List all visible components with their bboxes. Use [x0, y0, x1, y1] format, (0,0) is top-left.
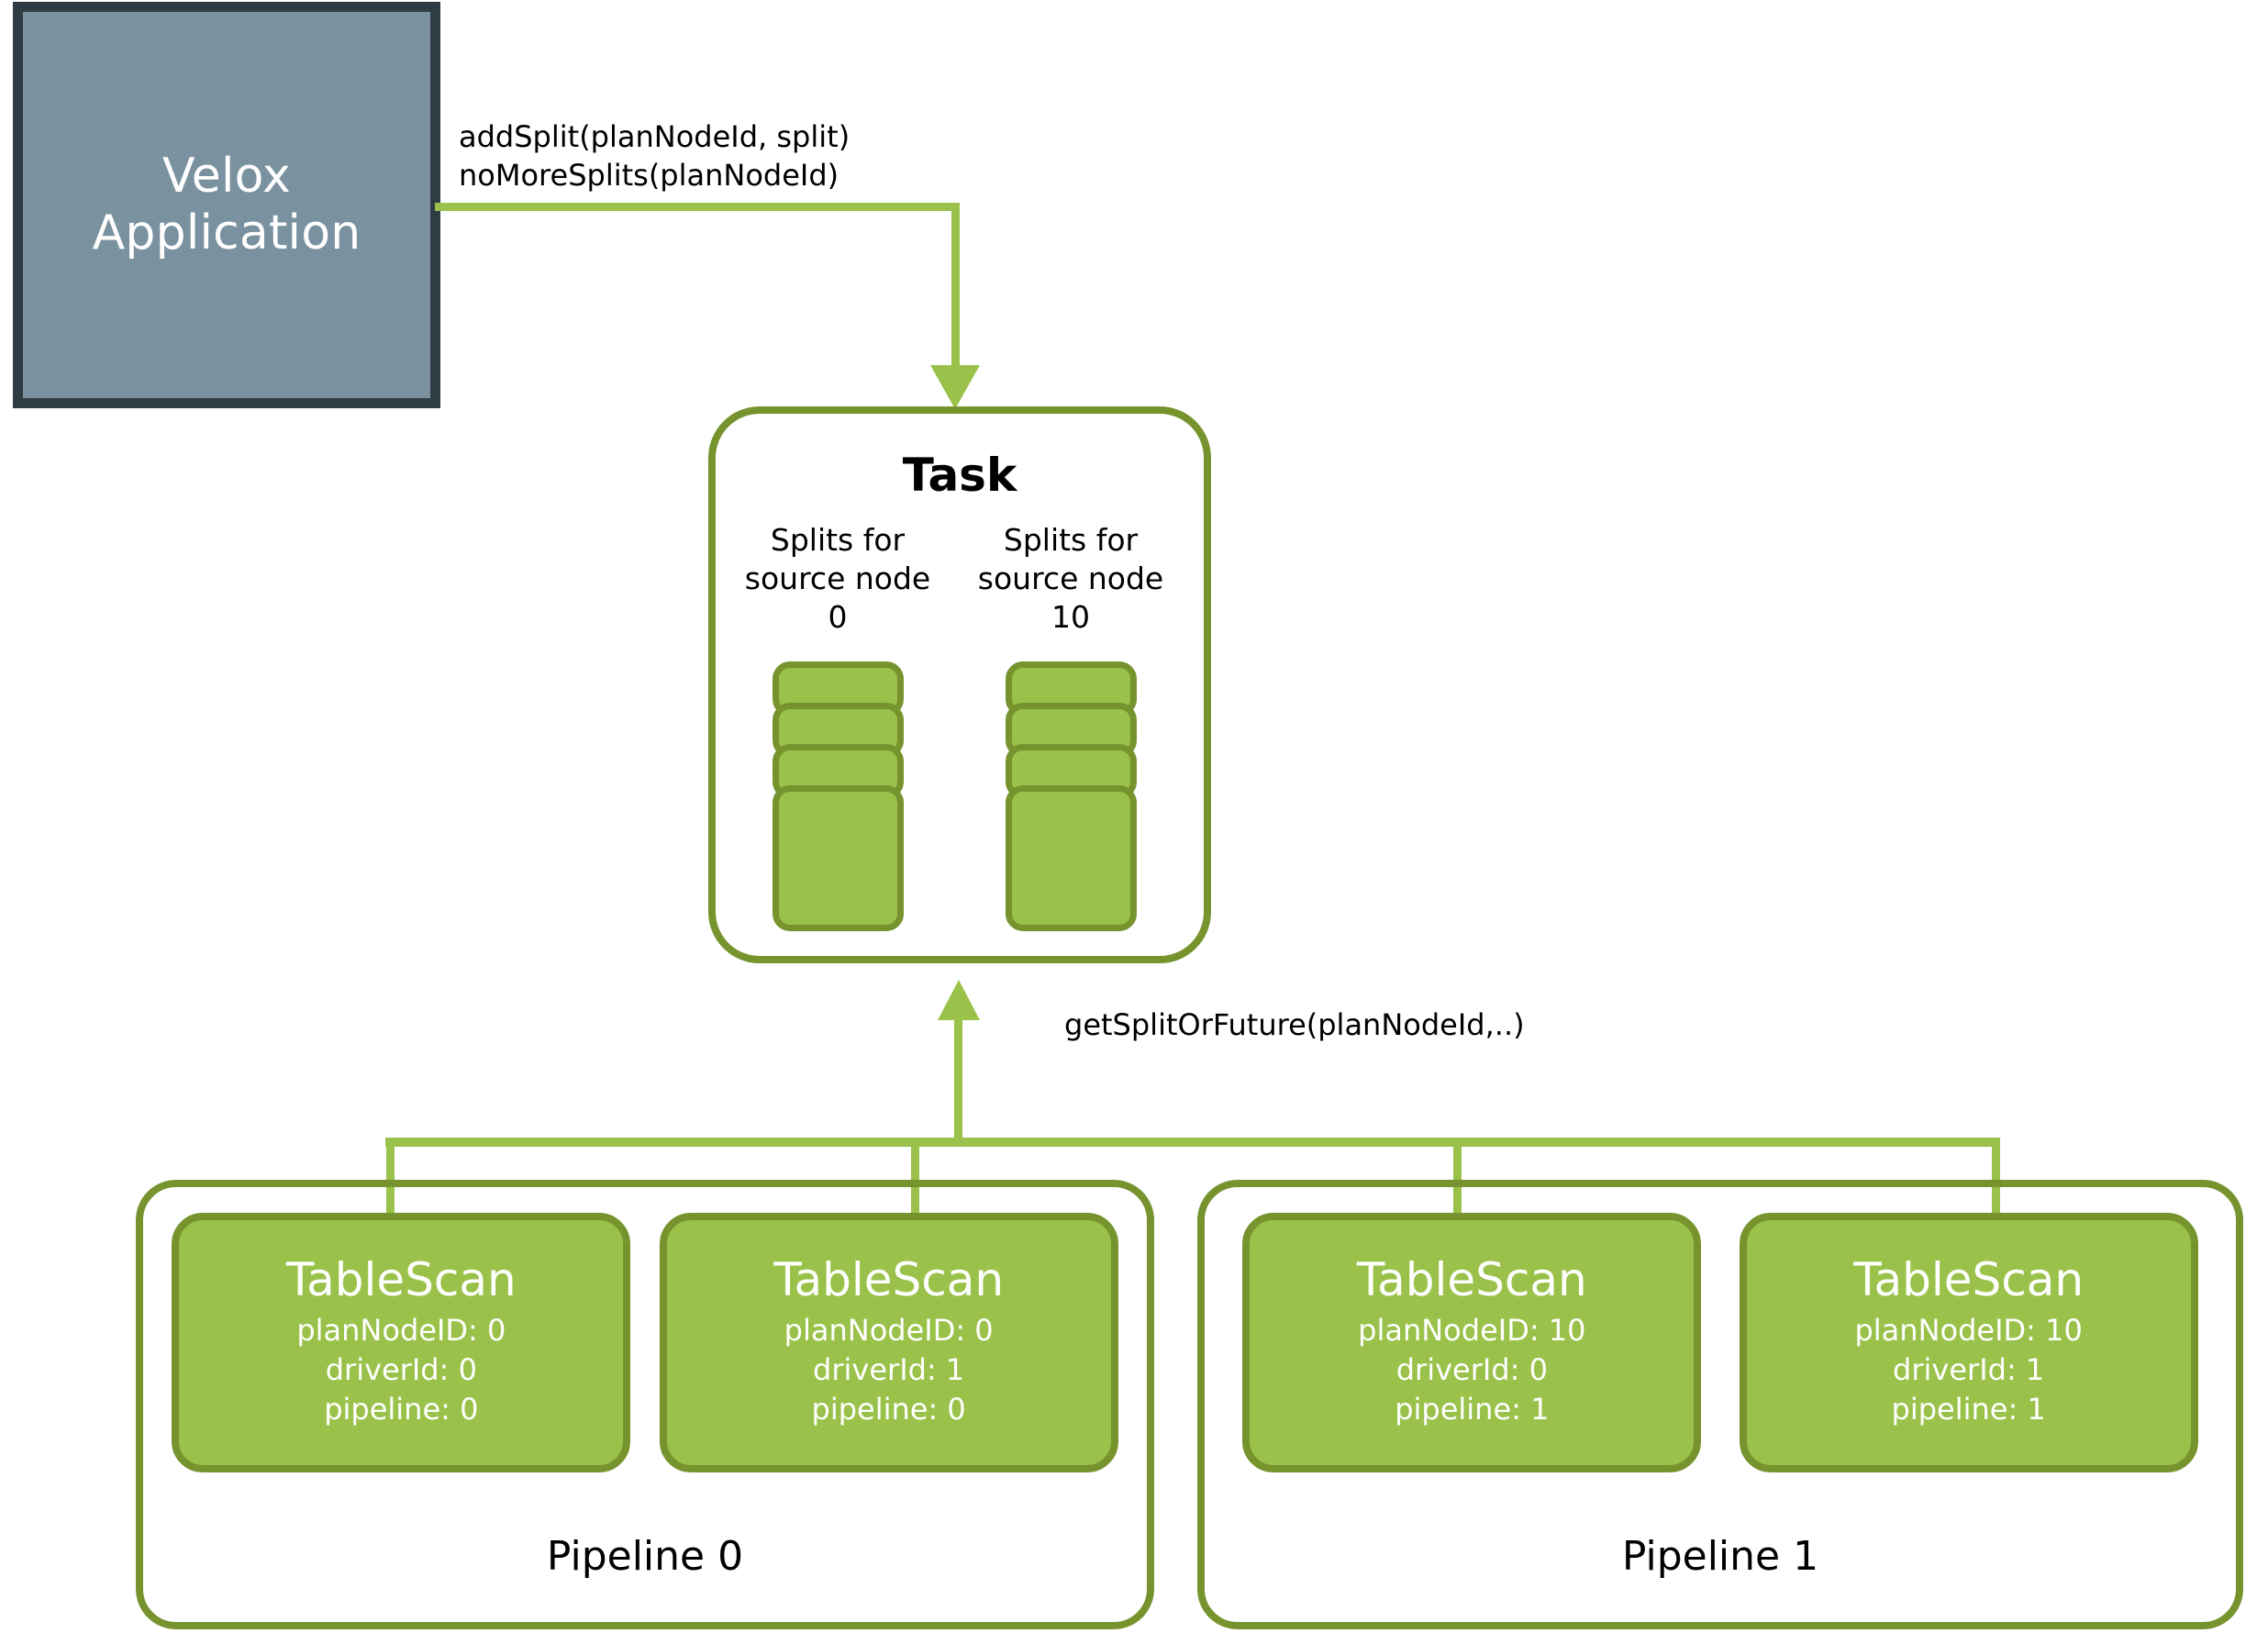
operator-meta: planNodeID: 10 driverId: 1 pipeline: 1: [1854, 1313, 2083, 1427]
split-queue-source-node-10: Splits for source node 10: [974, 521, 1167, 931]
velox-application-box: Velox Application: [13, 2, 440, 408]
split-card: [1005, 784, 1137, 931]
split-card: [772, 784, 904, 931]
operator-title: TableScan: [773, 1252, 1005, 1306]
task-box: Task Splits for source node 0 Splits for…: [708, 406, 1211, 963]
add-split-connector-label: addSplit(planNodeId, split) noMoreSplits…: [459, 119, 850, 194]
velox-application-label: Velox Application: [92, 149, 361, 261]
operator-row: TableScan planNodeID: 10 driverId: 0 pip…: [1205, 1213, 2236, 1472]
add-split-connector-vertical: [951, 203, 960, 368]
get-split-connector-drop: [1992, 1138, 2000, 1250]
add-split-connector-horizontal: [435, 203, 960, 211]
get-split-connector-label: getSplitOrFuture(planNodeId,..): [1064, 1007, 1525, 1042]
operator-meta: planNodeID: 0 driverId: 1 pipeline: 0: [784, 1313, 994, 1427]
operator-title: TableScan: [285, 1252, 517, 1306]
pipeline-label: Pipeline 1: [1621, 1533, 1819, 1580]
split-card-stack: [772, 661, 904, 931]
split-queue-caption: Splits for source node 0: [744, 522, 931, 636]
pipeline-box-1: TableScan planNodeID: 10 driverId: 0 pip…: [1197, 1180, 2243, 1629]
operator-title: TableScan: [1853, 1252, 2085, 1306]
task-title: Task: [902, 449, 1017, 502]
arrow-down-icon: [930, 365, 980, 409]
operator-row: TableScan planNodeID: 0 driverId: 0 pipe…: [143, 1213, 1147, 1472]
tablescan-operator: TableScan planNodeID: 10 driverId: 1 pip…: [1739, 1213, 2198, 1472]
tablescan-operator: TableScan planNodeID: 0 driverId: 1 pipe…: [659, 1213, 1118, 1472]
get-split-connector-drop: [1453, 1138, 1462, 1250]
split-queue-source-node-0: Splits for source node 0: [741, 521, 934, 931]
split-card-stack: [1005, 661, 1137, 931]
get-split-connector-vertical: [954, 1015, 962, 1145]
tablescan-operator: TableScan planNodeID: 0 driverId: 0 pipe…: [172, 1213, 631, 1472]
operator-meta: planNodeID: 10 driverId: 0 pipeline: 1: [1358, 1313, 1586, 1427]
get-split-connector-drop: [386, 1138, 395, 1250]
tablescan-operator: TableScan planNodeID: 10 driverId: 0 pip…: [1242, 1213, 1702, 1472]
arrow-up-icon: [938, 980, 980, 1020]
get-split-connector-bus: [385, 1138, 2000, 1147]
operator-title: TableScan: [1356, 1252, 1587, 1306]
pipeline-box-0: TableScan planNodeID: 0 driverId: 0 pipe…: [136, 1180, 1154, 1629]
get-split-connector-drop: [911, 1138, 919, 1250]
operator-meta: planNodeID: 0 driverId: 0 pipeline: 0: [296, 1313, 506, 1427]
split-queue-caption: Splits for source node 10: [977, 522, 1164, 636]
pipeline-label: Pipeline 0: [546, 1533, 744, 1580]
